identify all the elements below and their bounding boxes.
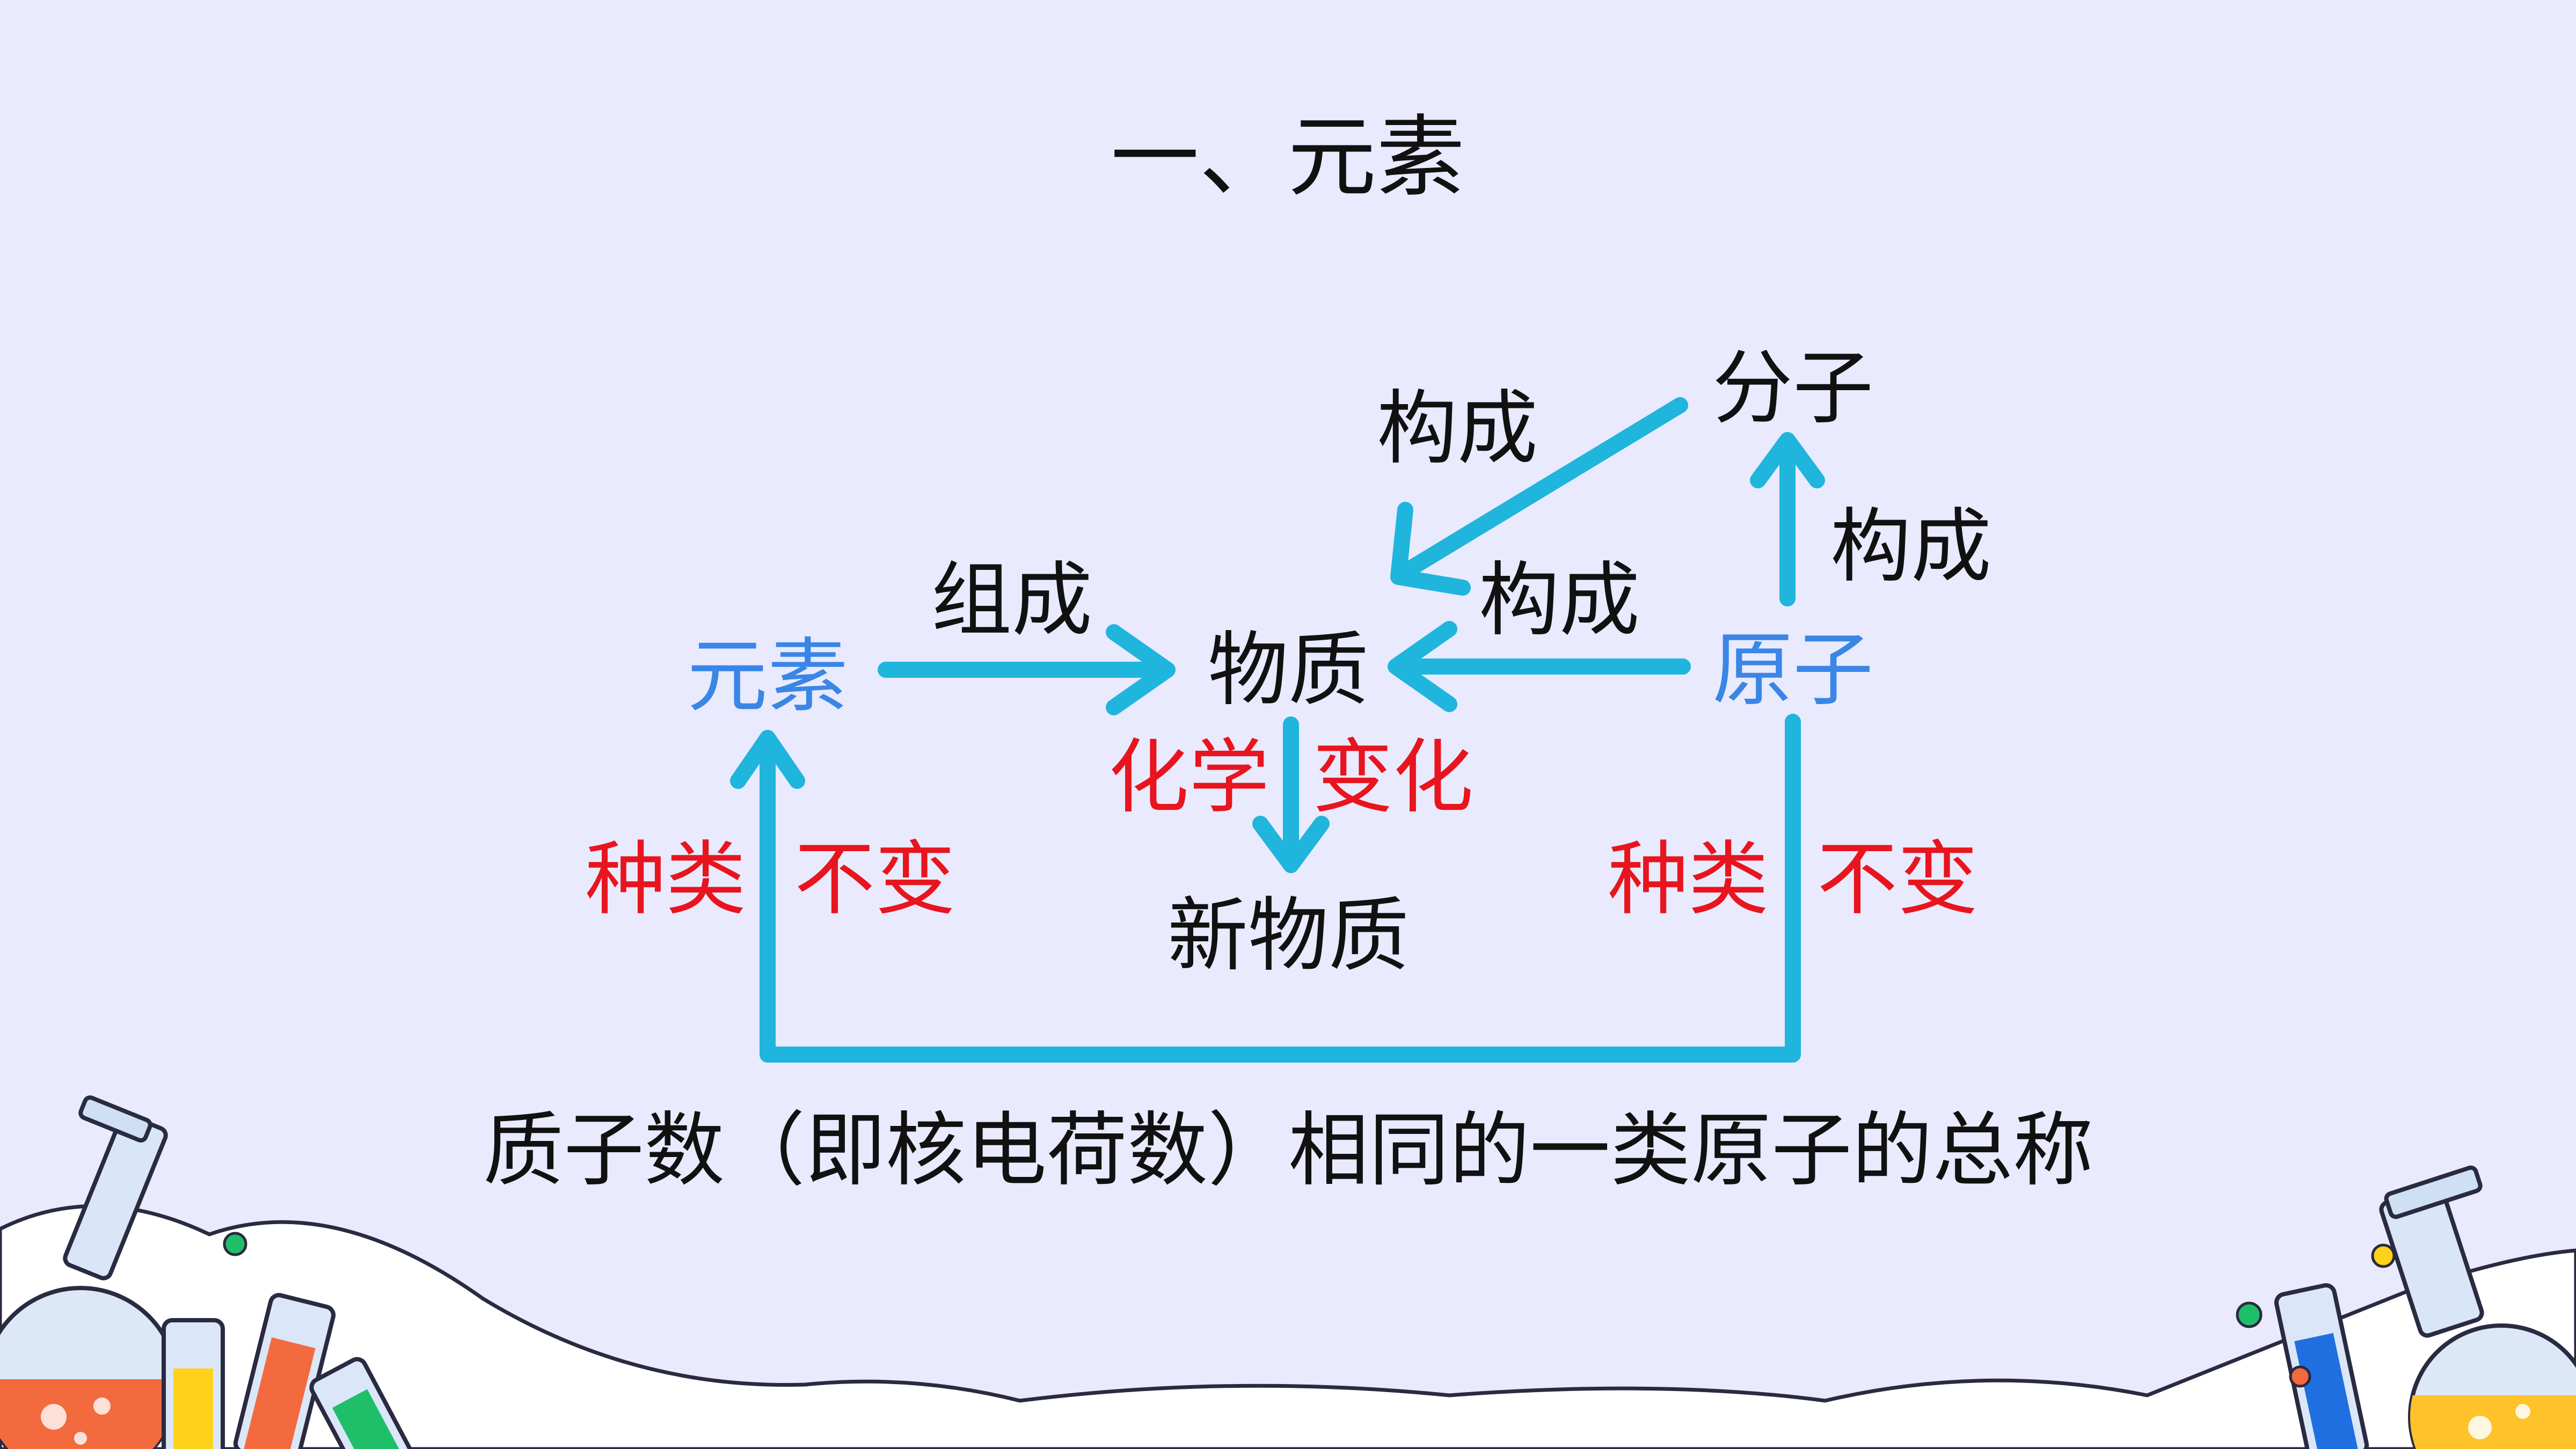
bubble-orange-icon xyxy=(2289,1365,2311,1388)
bubble-green-right-icon xyxy=(2236,1301,2263,1328)
cloud-decoration xyxy=(0,1204,2576,1449)
slide-title: 一、元素 xyxy=(1111,106,1465,209)
arrow-atom-to-molecule xyxy=(1750,432,1825,606)
label-chemical: 化学 xyxy=(1108,731,1269,824)
node-substance: 物质 xyxy=(1208,624,1369,717)
node-element: 元素 xyxy=(687,630,848,723)
label-right-unchanged: 不变 xyxy=(1817,833,1978,926)
bubble-green-icon xyxy=(223,1232,247,1256)
label-left-unchanged: 不变 xyxy=(794,833,955,926)
arrow-substance-to-new-substance xyxy=(1252,716,1330,873)
label-right-kind: 种类 xyxy=(1608,833,1769,926)
label-atom-constitutes-substance: 构成 xyxy=(1479,554,1640,647)
test-tubes-left-icon xyxy=(162,1293,415,1449)
node-atom: 原子 xyxy=(1712,624,1873,717)
flask-left-icon xyxy=(0,1095,179,1449)
label-molecule-constitutes: 构成 xyxy=(1377,382,1538,475)
flask-right-icon xyxy=(2379,1165,2576,1449)
arrow-element-to-substance xyxy=(878,624,1176,715)
arrow-atom-to-element-loop xyxy=(730,714,1801,1063)
node-molecule: 分子 xyxy=(1712,342,1873,435)
diagram-arrows xyxy=(730,397,1825,1063)
node-new-substance: 新物质 xyxy=(1167,889,1409,983)
arrow-atom-to-substance xyxy=(1388,621,1691,712)
bubble-yellow-icon xyxy=(2371,1243,2396,1268)
label-atom-constitutes-molecule: 构成 xyxy=(1830,500,1991,594)
label-left-kind: 种类 xyxy=(585,833,746,926)
definition-text: 质子数（即核电荷数）相同的一类原子的总称 xyxy=(483,1104,2093,1197)
label-change: 变化 xyxy=(1312,731,1473,824)
label-composes: 组成 xyxy=(931,554,1092,647)
arrow-molecule-to-substance xyxy=(1390,397,1688,596)
